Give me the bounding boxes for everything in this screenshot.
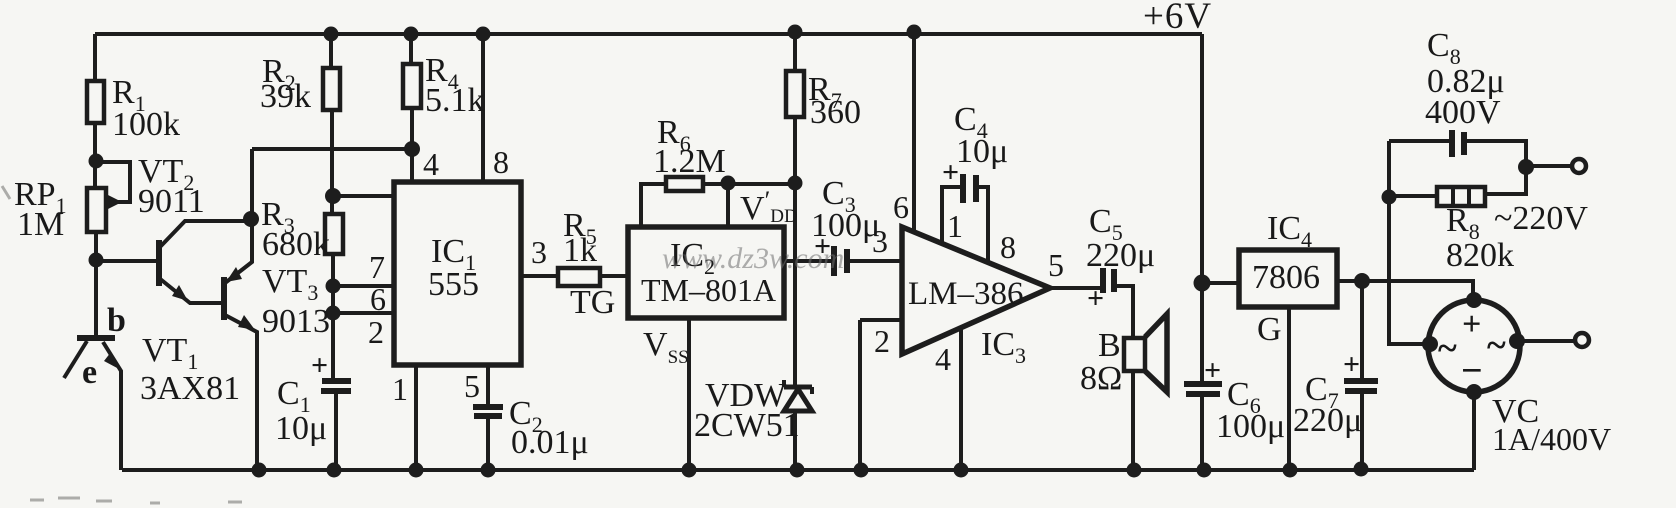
svg-text:360: 360	[810, 94, 861, 131]
svg-text:LM–386: LM–386	[908, 276, 1024, 312]
svg-text:9011: 9011	[138, 183, 205, 220]
svg-text:~220V: ~220V	[1494, 200, 1588, 237]
svg-text:~: ~	[1438, 328, 1457, 368]
svg-text:100k: 100k	[112, 106, 180, 143]
svg-text:6: 6	[893, 189, 909, 225]
svg-text:www.dz3w.com: www.dz3w.com	[662, 242, 844, 275]
svg-text:+: +	[1204, 354, 1221, 387]
svg-text:B: B	[1098, 327, 1121, 364]
svg-text:0.01μ: 0.01μ	[511, 424, 589, 461]
svg-text:4: 4	[423, 146, 439, 182]
svg-text:+: +	[311, 349, 328, 382]
svg-text:5: 5	[464, 368, 480, 404]
svg-text:1A/400V: 1A/400V	[1492, 421, 1611, 457]
svg-text:b: b	[107, 302, 126, 339]
svg-text:5.1k: 5.1k	[425, 82, 485, 119]
svg-text:TM–801A: TM–801A	[641, 272, 776, 308]
svg-text:7806: 7806	[1252, 259, 1320, 296]
svg-text:R5: R5	[563, 207, 597, 249]
svg-text:6: 6	[370, 281, 386, 317]
svg-text:G: G	[1257, 311, 1282, 348]
svg-text:+: +	[942, 156, 959, 189]
svg-text:RP1: RP1	[14, 176, 67, 218]
svg-text:100μ: 100μ	[1216, 408, 1285, 445]
svg-text:7: 7	[369, 249, 385, 285]
svg-text:680k: 680k	[262, 226, 330, 263]
svg-text:+: +	[814, 230, 831, 263]
svg-text:2: 2	[368, 314, 384, 350]
svg-text:1k: 1k	[563, 232, 597, 269]
svg-text:3: 3	[872, 223, 888, 259]
svg-text:TG: TG	[570, 284, 615, 321]
svg-text:555: 555	[428, 266, 479, 303]
svg-text:VC: VC	[1492, 393, 1539, 430]
svg-text:10μ: 10μ	[275, 410, 327, 447]
svg-text:9013: 9013	[262, 303, 330, 340]
svg-text:8: 8	[1000, 229, 1016, 265]
svg-text:+: +	[1087, 282, 1104, 315]
svg-text:3AX81: 3AX81	[140, 370, 240, 407]
svg-text:1: 1	[947, 208, 963, 244]
svg-text:e: e	[82, 354, 97, 391]
svg-text:8: 8	[493, 144, 509, 180]
svg-text:2CW51: 2CW51	[694, 407, 800, 444]
svg-text:10μ: 10μ	[956, 133, 1008, 170]
svg-text:0.82μ: 0.82μ	[1427, 63, 1505, 100]
svg-text:1: 1	[392, 371, 408, 407]
svg-text:−: −	[1461, 350, 1483, 392]
svg-text:220μ: 220μ	[1293, 402, 1362, 439]
svg-text:1.2M: 1.2M	[653, 143, 726, 180]
svg-text:4: 4	[935, 341, 951, 377]
svg-text:8Ω: 8Ω	[1080, 360, 1122, 397]
svg-text:2: 2	[874, 323, 890, 359]
svg-text:820k: 820k	[1446, 237, 1514, 274]
svg-text:+: +	[1343, 348, 1360, 381]
svg-text:400V: 400V	[1425, 94, 1501, 131]
svg-text:1M: 1M	[17, 206, 64, 243]
svg-text:3: 3	[531, 234, 547, 270]
svg-text:IC2: IC2	[670, 237, 715, 279]
svg-text:220μ: 220μ	[1086, 237, 1155, 274]
svg-text:+6V: +6V	[1143, 0, 1212, 37]
svg-text:+: +	[1462, 306, 1481, 343]
svg-text:VDW: VDW	[705, 377, 787, 414]
svg-text:5: 5	[1048, 247, 1064, 283]
svg-text:~: ~	[1487, 325, 1506, 365]
svg-text:100μ: 100μ	[811, 207, 880, 244]
svg-text:39k: 39k	[260, 78, 311, 115]
